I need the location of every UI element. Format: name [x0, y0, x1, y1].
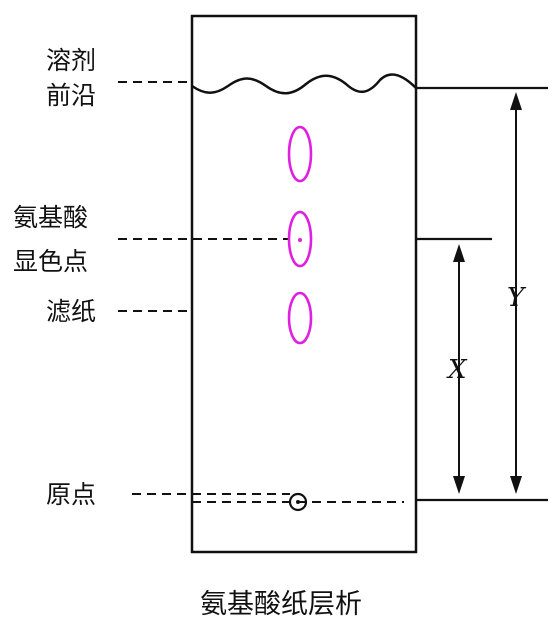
amino-acid-spot-middle-center — [298, 238, 302, 242]
origin-mark-center — [296, 500, 300, 504]
filter-paper-label: 滤纸 — [46, 297, 96, 326]
y-arrow-bottom-head — [510, 476, 522, 494]
x-distance-label: X — [446, 355, 468, 385]
x-arrow-bottom-head — [453, 476, 465, 494]
x-arrow-top-head — [453, 244, 465, 262]
spot-label-line1: 氨基酸 — [13, 203, 88, 232]
amino-acid-spot-middle — [287, 210, 313, 268]
solvent-front-wave — [191, 73, 417, 95]
amino-acid-spot-top — [287, 125, 313, 183]
origin-label: 原点 — [46, 480, 96, 509]
y-distance-label: Y — [507, 283, 527, 313]
figure-caption: 氨基酸纸层析 — [200, 589, 362, 620]
spot-label-line2: 显色点 — [13, 247, 88, 276]
y-arrow-top-head — [510, 92, 522, 110]
amino-acid-spot-bottom — [287, 291, 313, 345]
filter-paper-rect — [190, 14, 418, 554]
solvent-front-label-line2: 前沿 — [46, 81, 96, 110]
origin-mark — [288, 492, 308, 512]
solvent-front-label-line1: 溶剂 — [46, 46, 96, 75]
